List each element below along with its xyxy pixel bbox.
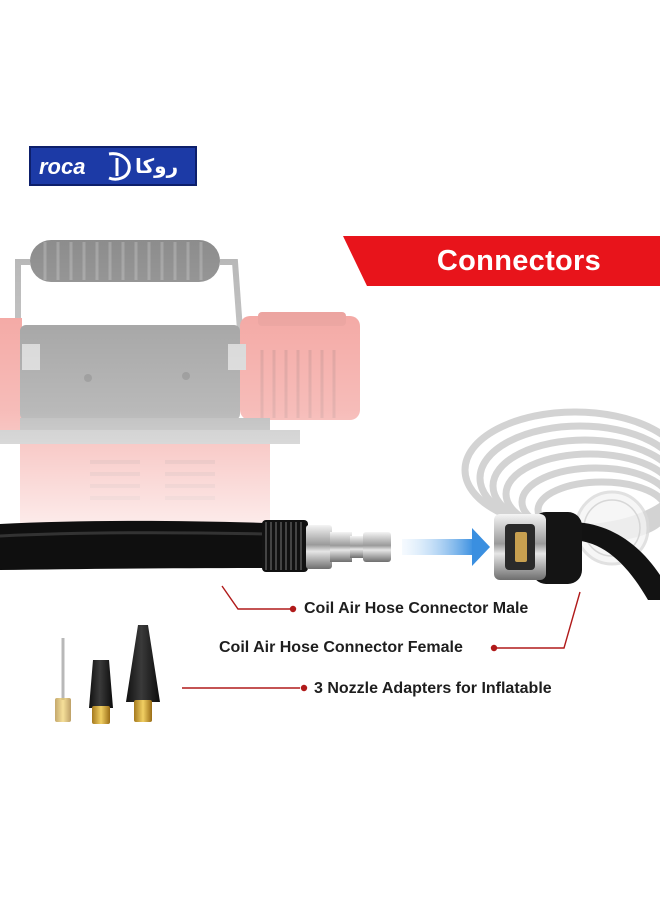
brand-logo: roca روكا <box>29 146 197 186</box>
logo-arabic-text: روكا <box>135 154 178 178</box>
banner-title: Connectors <box>436 244 602 277</box>
banner-shape <box>343 236 660 286</box>
leader-female <box>496 591 581 649</box>
label-male-connector: Coil Air Hose Connector Male <box>304 600 529 617</box>
label-female-connector: Coil Air Hose Connector Female <box>219 639 463 656</box>
callout-leader-lines <box>182 585 581 692</box>
nozzle-adapters-image <box>55 625 160 724</box>
label-nozzle-adapters: 3 Nozzle Adapters for Inflatable <box>314 680 552 697</box>
logo-mark-icon <box>108 152 131 181</box>
female-connector-image <box>494 512 660 600</box>
leader-male <box>221 585 290 610</box>
arrow-icon <box>402 528 490 566</box>
male-connector-hose <box>0 520 391 572</box>
logo-latin-text: roca <box>39 154 85 179</box>
